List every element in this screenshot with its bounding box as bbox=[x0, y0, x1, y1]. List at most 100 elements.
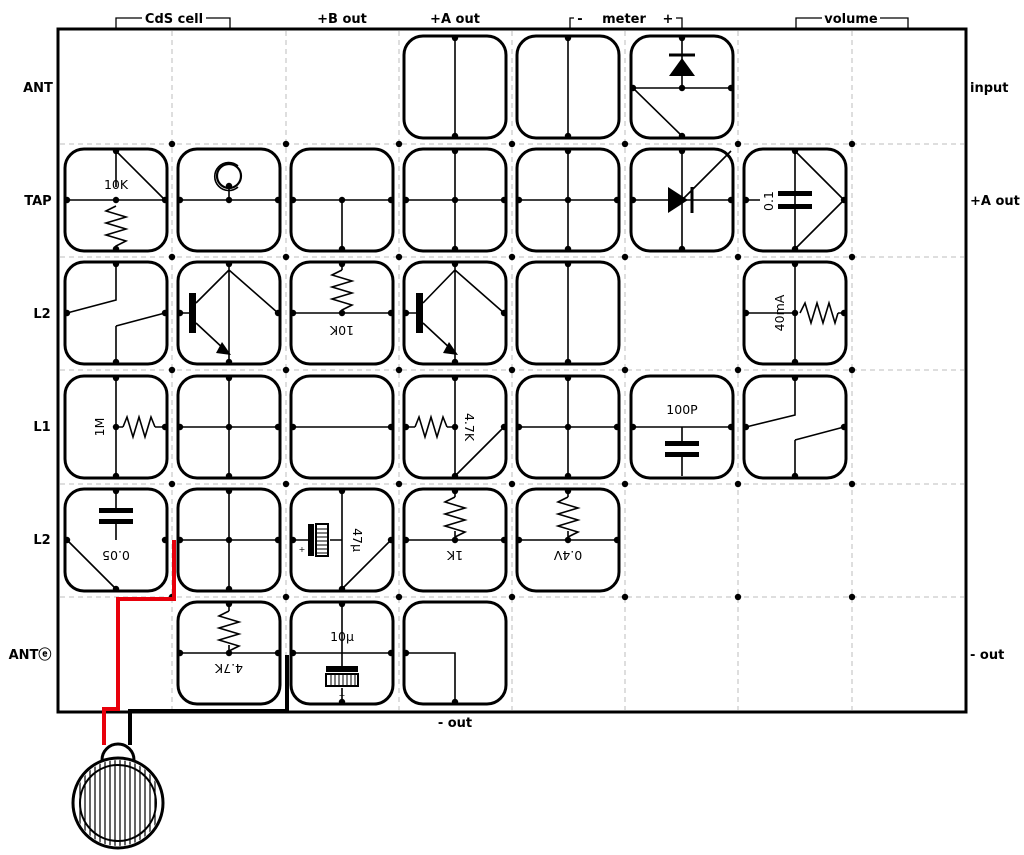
junction-dot bbox=[289, 649, 297, 657]
grid-dot bbox=[734, 593, 742, 601]
label-a-out-right: +A out bbox=[970, 194, 1020, 209]
polarity-plus-47u: + bbox=[299, 545, 306, 554]
grid-dot bbox=[848, 593, 856, 601]
label-volume: volume bbox=[824, 12, 878, 27]
junction-dot bbox=[112, 147, 120, 155]
junction-dot bbox=[727, 423, 735, 431]
polarity-plus-10u: + bbox=[339, 691, 346, 700]
components bbox=[99, 53, 812, 687]
junction-dot bbox=[742, 309, 750, 317]
junction-dot bbox=[678, 84, 686, 92]
capacitor-icon bbox=[99, 508, 133, 524]
resistor-icon bbox=[414, 414, 448, 440]
junction-dot bbox=[161, 423, 169, 431]
junction-dot bbox=[387, 196, 395, 204]
junction-dot bbox=[112, 260, 120, 268]
junction-dot bbox=[564, 132, 572, 140]
junction-dot bbox=[176, 536, 184, 544]
junction-dot bbox=[840, 423, 848, 431]
junction-dot bbox=[727, 84, 735, 92]
junction-dot bbox=[387, 423, 395, 431]
junction-dot bbox=[564, 147, 572, 155]
junction-dot bbox=[564, 374, 572, 382]
junction-dot bbox=[564, 196, 572, 204]
junction-dot bbox=[500, 309, 508, 317]
label-meter: meter bbox=[602, 12, 646, 27]
left-labels: ANT TAP L2 L1 L2 ANTⓔ bbox=[9, 81, 53, 663]
junction-dot bbox=[161, 196, 169, 204]
junction-dot bbox=[613, 536, 621, 544]
cds-bracket bbox=[115, 17, 231, 28]
junction-dot bbox=[225, 472, 233, 480]
resistor-icon bbox=[103, 205, 129, 249]
junction-dot bbox=[338, 196, 346, 204]
grid-dot bbox=[848, 253, 856, 261]
junction-dot bbox=[338, 698, 346, 706]
label-minus-out-bottom: - out bbox=[438, 716, 472, 731]
value-10k-a: 10K bbox=[104, 177, 129, 192]
junction-dot bbox=[289, 536, 297, 544]
grid-dot bbox=[508, 366, 516, 374]
junction-dot bbox=[451, 423, 459, 431]
junction-dot bbox=[564, 423, 572, 431]
junction-dot bbox=[451, 147, 459, 155]
grid-dot bbox=[508, 480, 516, 488]
junction-dot bbox=[112, 358, 120, 366]
junction-dot bbox=[791, 358, 799, 366]
junction-dot bbox=[112, 245, 120, 253]
label-minus-out-right: - out bbox=[970, 648, 1004, 663]
junction-dot bbox=[225, 196, 233, 204]
value-0-4v: 0.4V bbox=[553, 548, 582, 563]
resistor-icon bbox=[329, 269, 355, 313]
top-labels: CdS cell +B out +A out - meter + volume bbox=[115, 12, 909, 28]
junction-dot bbox=[274, 423, 282, 431]
grid-dot bbox=[168, 253, 176, 261]
diode-icon bbox=[669, 58, 695, 76]
meter-bracket-left bbox=[569, 17, 574, 28]
capacitor-icon bbox=[778, 191, 812, 209]
junction-dot bbox=[112, 487, 120, 495]
junction-dot bbox=[629, 196, 637, 204]
junction-dot bbox=[451, 536, 459, 544]
transistor-icon bbox=[189, 293, 196, 333]
junction-dot bbox=[112, 472, 120, 480]
junction-dot bbox=[791, 472, 799, 480]
red-wire bbox=[102, 540, 176, 745]
row-label-l1: L1 bbox=[33, 420, 50, 435]
junction-dot bbox=[63, 196, 71, 204]
junction-dot bbox=[451, 358, 459, 366]
junction-dot bbox=[515, 196, 523, 204]
value-10k-b: 10K bbox=[329, 323, 354, 338]
junction-dot bbox=[613, 423, 621, 431]
junction-dot bbox=[112, 374, 120, 382]
junction-dot bbox=[451, 132, 459, 140]
junction-dot bbox=[402, 309, 410, 317]
junction-dot bbox=[402, 196, 410, 204]
junction-dot bbox=[225, 374, 233, 382]
junction-dot bbox=[678, 34, 686, 42]
junction-dot bbox=[225, 649, 233, 657]
grid-dot bbox=[621, 480, 629, 488]
junction-dot bbox=[112, 585, 120, 593]
label-meter-plus: + bbox=[663, 12, 674, 27]
junction-dot bbox=[515, 423, 523, 431]
grid-dot bbox=[168, 480, 176, 488]
junction-dot bbox=[402, 423, 410, 431]
grid-dot bbox=[395, 480, 403, 488]
value-4-7k-b: 4.7K bbox=[214, 661, 243, 676]
volume-bracket bbox=[795, 17, 909, 28]
junction-dot bbox=[564, 472, 572, 480]
junction-dot bbox=[176, 196, 184, 204]
junction-dot bbox=[274, 536, 282, 544]
junction-dot bbox=[161, 536, 169, 544]
junction-dot bbox=[225, 600, 233, 608]
grid-dot bbox=[282, 366, 290, 374]
junction-dot bbox=[274, 649, 282, 657]
junction-dot bbox=[289, 309, 297, 317]
grid-intersection-dots bbox=[168, 140, 856, 601]
junction-dot bbox=[451, 698, 459, 706]
junction-dot bbox=[613, 196, 621, 204]
value-1k: 1K bbox=[446, 548, 463, 563]
electrolytic-capacitor-icon bbox=[308, 523, 329, 557]
grid-dot bbox=[734, 366, 742, 374]
